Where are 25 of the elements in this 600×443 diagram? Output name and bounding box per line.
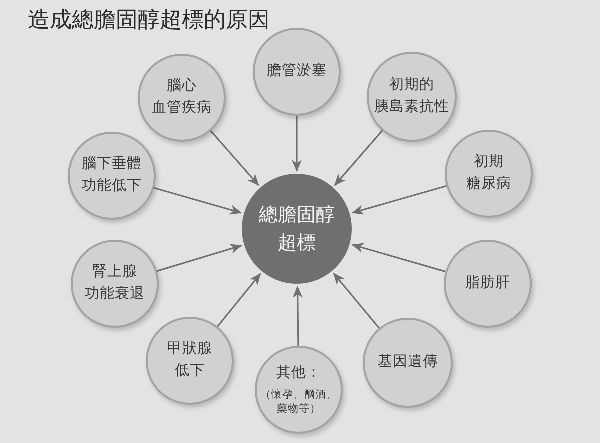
arrow xyxy=(352,185,447,215)
circle-label: 膽管淤塞 xyxy=(267,62,327,82)
central-label: 總膽固醇超標 xyxy=(259,202,335,256)
circle-label: 其他： xyxy=(276,364,322,383)
circle-label: 初期的胰島素抗性 xyxy=(374,76,450,117)
circle-label: 初期糖尿病 xyxy=(466,152,512,194)
circle-label: 腦下垂體功能低下 xyxy=(82,155,142,196)
circle-label: 腎上腺功能衰退 xyxy=(85,263,145,304)
arrow xyxy=(334,130,383,186)
arrow xyxy=(217,273,262,328)
cause-circle xyxy=(445,130,533,218)
arrow xyxy=(292,116,302,172)
circle-label: 基因遺傳 xyxy=(378,353,438,372)
arrow xyxy=(333,272,380,329)
cause-circle xyxy=(146,317,234,405)
title: 造成總膽固醇超標的原因 xyxy=(28,7,270,35)
arrow xyxy=(154,187,242,215)
circle-label: 脂肪肝 xyxy=(466,274,510,294)
arrow xyxy=(292,286,303,346)
note-text: （懷孕、酗酒、藥物等） xyxy=(260,388,338,418)
circle-label: 腦心血管疾病 xyxy=(152,76,212,118)
arrow xyxy=(210,130,260,186)
arrow xyxy=(352,243,446,273)
arrow xyxy=(156,244,242,272)
circle-label: 甲狀腺低下 xyxy=(168,340,212,381)
